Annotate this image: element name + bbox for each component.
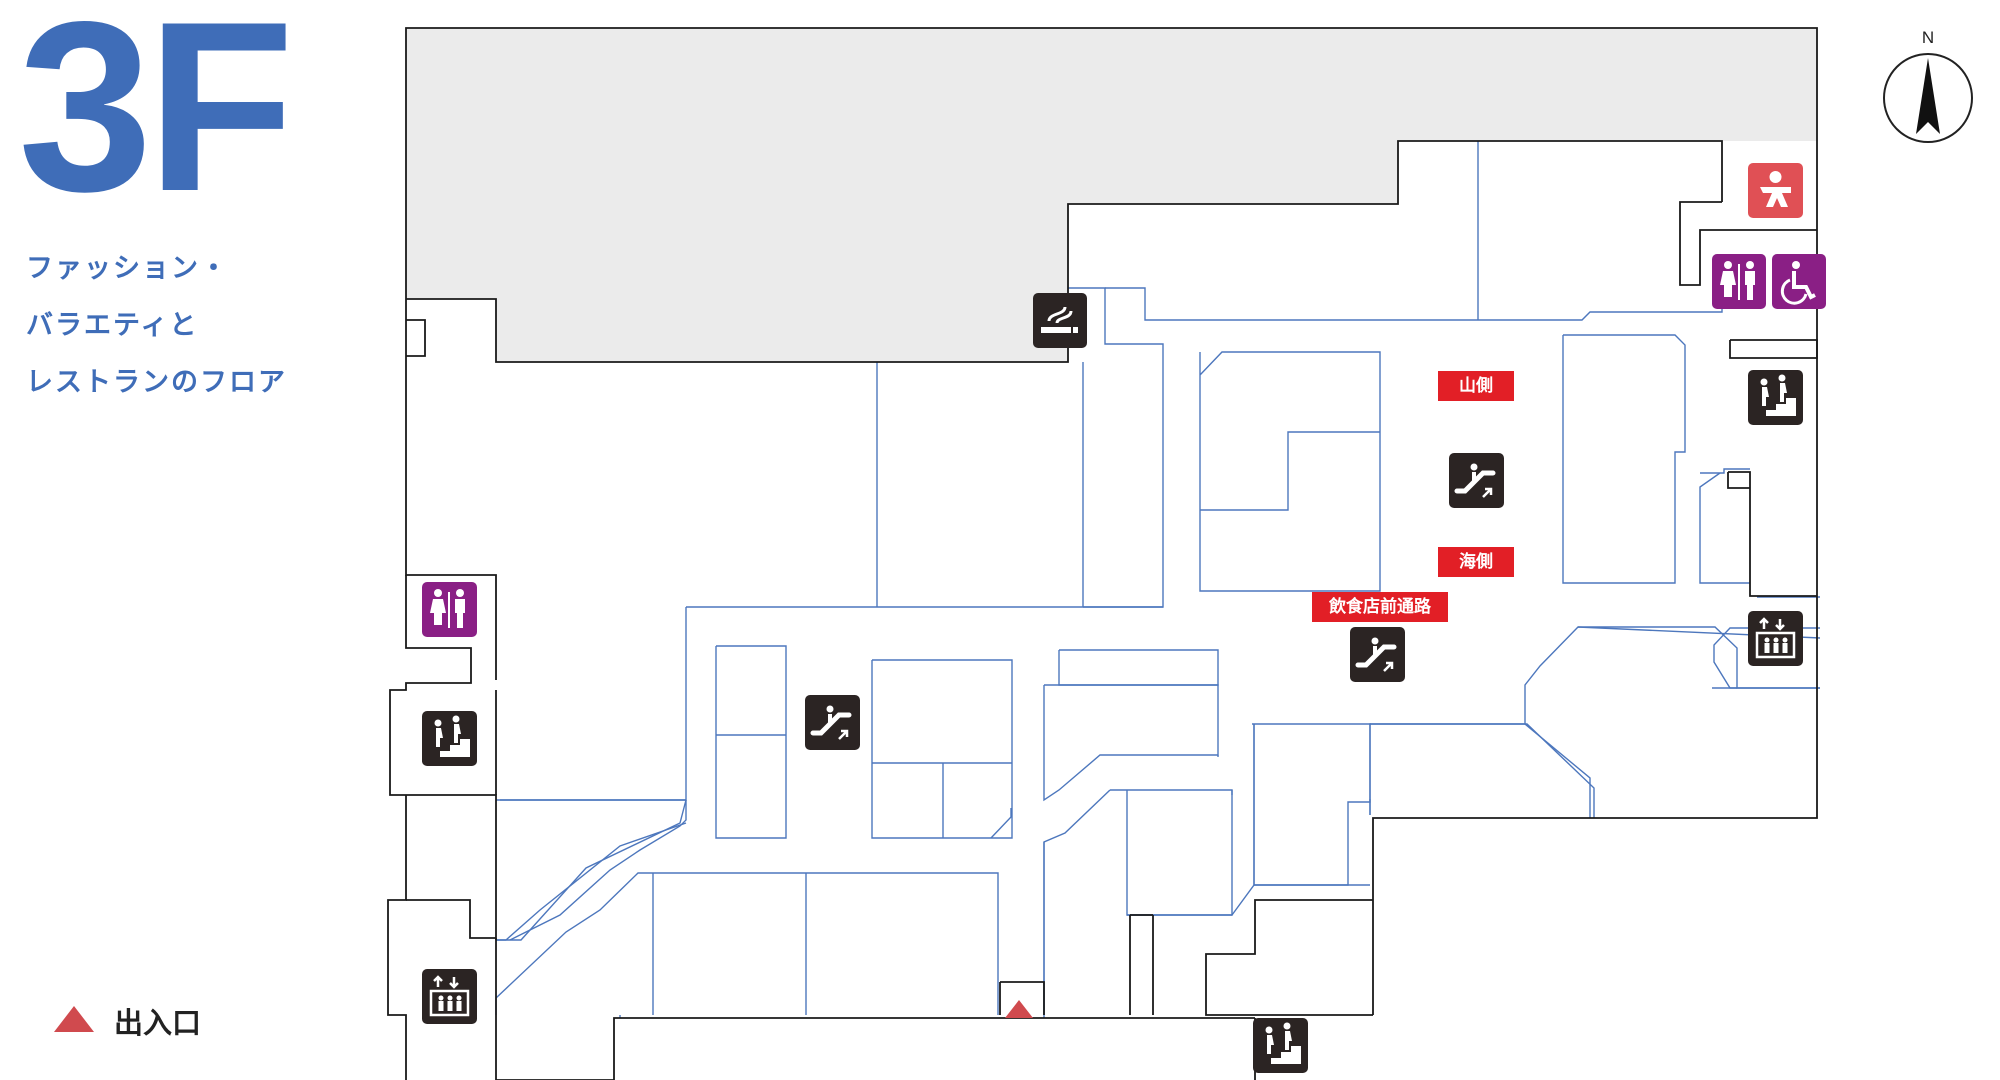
escalator-icon — [1350, 627, 1405, 682]
stairs-icon — [1253, 1018, 1308, 1073]
elevator-icon — [1748, 611, 1803, 666]
floor-subtitle-line-3: レストランのフロア — [26, 367, 287, 398]
restroom-icon — [1712, 254, 1766, 309]
sign-sea-side: 海側 — [1438, 547, 1514, 577]
compass-arrow-icon — [1883, 53, 1973, 143]
floor-subtitle-line-2: バラエティと — [26, 310, 199, 341]
entrance-marker-icon — [1005, 1000, 1033, 1018]
sign-restaurant-passage: 飲食店前通路 — [1312, 592, 1448, 622]
accessible-restroom-icon — [1772, 254, 1826, 309]
baby-care-icon — [1748, 163, 1803, 218]
stairs-icon — [1748, 370, 1803, 425]
smoking-area-icon — [1033, 293, 1087, 348]
floor-title: 3F — [18, 0, 294, 242]
entrance-legend-icon — [54, 1006, 94, 1032]
elevator-icon — [422, 969, 477, 1024]
shop-partitions — [495, 141, 1821, 1018]
sign-mountain-side: 山側 — [1438, 371, 1514, 401]
escalator-icon — [1449, 453, 1504, 508]
escalator-icon — [805, 695, 860, 750]
compass-north-label: N — [1921, 28, 1935, 47]
building-walls — [387, 27, 1818, 1080]
stairs-icon — [422, 711, 477, 766]
non-sales-area — [406, 28, 1817, 362]
floor-subtitle-line-1: ファッション・ — [26, 253, 229, 284]
compass: N — [1880, 28, 1976, 148]
restroom-icon — [422, 582, 477, 637]
entrance-legend-label: 出入口 — [114, 1006, 202, 1040]
